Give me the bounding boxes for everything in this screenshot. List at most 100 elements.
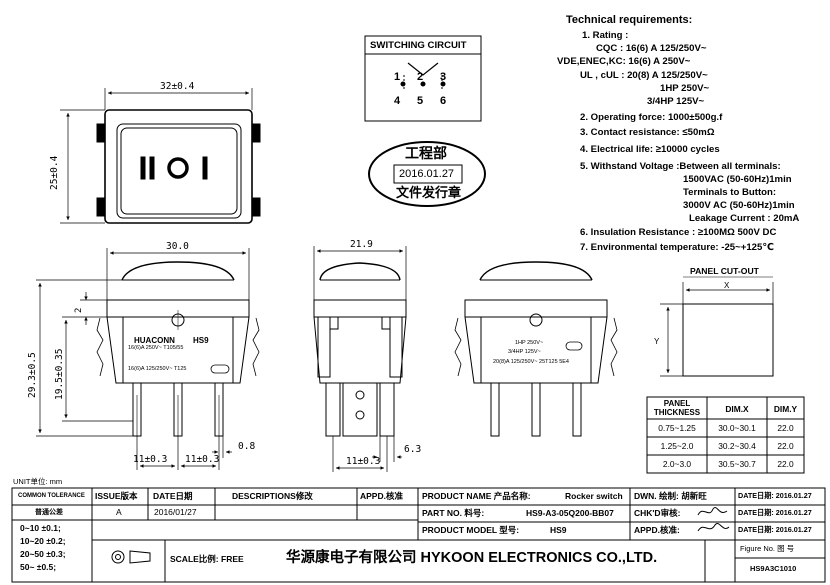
company-name: 华源康电子有限公司 HYKOON ELECTRONICS CO.,LTD. — [286, 550, 658, 566]
part-no-label: PART NO. 料号: — [422, 508, 485, 518]
dim-front-width: 30.0 — [166, 241, 189, 252]
front-model: HS9 — [193, 336, 209, 345]
issue-header: ISSUE版本 — [95, 491, 138, 501]
tech-item5b: 1500VAC (50-60Hz)1min — [683, 174, 792, 185]
tol-row-1: 0~10 ±0.1; — [20, 523, 61, 533]
panel-r2-x: 30.2~30.4 — [718, 441, 756, 451]
panel-title: PANEL CUT-OUT — [690, 266, 759, 276]
dim-side-pitch: 11±0.3 — [346, 456, 381, 467]
tech-item5c: Terminals to Button: — [683, 187, 777, 198]
dim-top-width: 32±0.4 — [160, 81, 195, 92]
tech-item5e: Leakage Current : 20mA — [689, 213, 800, 224]
tech-item4: 4. Electrical life: ≥10000 cycles — [580, 144, 720, 155]
panel-r3-x: 30.5~30.7 — [718, 459, 756, 469]
date-row-2: DATE日期: 2016.01.27 — [738, 508, 812, 517]
product-model-label: PRODUCT MODEL 型号: — [422, 525, 520, 535]
tech-vde: VDE,ENEC,KC: 16(6) A 250V~ — [557, 56, 691, 67]
issue-date-value: 2016/01/27 — [154, 507, 197, 517]
panel-header-thickness: PANEL THICKNESS — [653, 399, 701, 417]
pin-1: 1 — [394, 71, 401, 83]
tech-item2: 2. Operating force: 1000±500g.f — [580, 112, 723, 123]
approved-by-label: APPD.核准: — [634, 525, 680, 535]
appd-header: APPD.核准 — [360, 491, 403, 501]
stamp-dept: 工程部 — [405, 146, 447, 162]
dim-19-5: 19.5±0.35 — [54, 348, 65, 400]
tech-item3: 3. Contact resistance: ≤50mΩ — [580, 127, 715, 138]
switching-circuit-title: SWITCHING CIRCUIT — [370, 40, 467, 51]
front-rating2: 16(6)A 125/250V~ T125 — [128, 366, 187, 372]
product-name-label: PRODUCT NAME 产品名称: — [422, 491, 531, 501]
back-label-3: 20(8)A 125/250V~ 25T125 5E4 — [493, 359, 569, 365]
tol-row-2: 10~20 ±0.2; — [20, 536, 66, 546]
pin-4: 4 — [394, 95, 401, 107]
panel-cutout-diagram — [646, 276, 805, 474]
tech-cqc: CQC : 16(6) A 125/250V~ — [596, 43, 707, 54]
stamp-date: 2016.01.27 — [399, 168, 455, 180]
scale-label: SCALE比例: FREE — [170, 554, 244, 564]
panel-r2-thickness: 1.25~2.0 — [660, 441, 694, 451]
tech-item7: 7. Environmental temperature: -25~+125℃ — [580, 242, 774, 253]
tech-item5d: 3000V AC (50-60Hz)1min — [683, 200, 795, 211]
product-name-value: Rocker switch — [565, 491, 623, 501]
panel-x: X — [724, 281, 730, 290]
front-view — [36, 248, 260, 470]
dim-pitch-left: 11±0.3 — [133, 454, 168, 465]
top-view — [60, 88, 261, 224]
panel-r1-thickness: 0.75~1.25 — [658, 423, 696, 433]
pin-5: 5 — [417, 95, 424, 107]
switching-circuit-diagram — [364, 35, 482, 122]
tech-title: Technical requirements: — [566, 14, 693, 26]
front-rating1: 16(6)A 250V~ T105/55 — [128, 345, 184, 351]
panel-header-y: DIM.Y — [773, 404, 798, 414]
dim-2: 2 — [74, 307, 84, 313]
panel-r2-y: 22.0 — [777, 441, 794, 451]
approval-stamp — [368, 141, 486, 207]
desc-header: DESCRIPTIONS修改 — [232, 491, 313, 501]
side-view — [313, 246, 407, 472]
panel-r3-thickness: 2.0~3.0 — [662, 459, 692, 469]
stamp-label: 文件发行章 — [396, 186, 462, 201]
dim-0-8: 0.8 — [238, 441, 256, 452]
part-no-value: HS9-A3-05Q200-BB07 — [526, 508, 614, 518]
back-view — [454, 261, 618, 437]
dim-side-width: 21.9 — [350, 239, 373, 250]
checked-by-label: CHK'D审核: — [634, 508, 681, 518]
tech-ul: UL , cUL : 20(8) A 125/250V~ — [580, 70, 708, 81]
issue-value: A — [116, 507, 122, 517]
dim-6-3: 6.3 — [404, 444, 422, 455]
tol-row-4: 50~ ±0.5; — [20, 562, 57, 572]
pin-3: 3 — [440, 71, 447, 83]
common-tolerance-label: COMMON TOLERANCE — [18, 493, 85, 499]
back-label-1: 1HP 250V~ — [515, 340, 544, 346]
dim-top-height: 25±0.4 — [49, 155, 60, 190]
product-model-value: HS9 — [550, 525, 567, 535]
tech-item5: 5. Withstand Voltage :Between all termin… — [580, 161, 781, 172]
panel-r1-x: 30.0~30.1 — [718, 423, 756, 433]
tech-item6: 6. Insulation Resistance : ≥100MΩ 500V D… — [580, 227, 777, 238]
date-header: DATE日期 — [153, 491, 193, 501]
tech-rating-title: 1. Rating : — [582, 30, 629, 41]
figure-no-label: Figure No. 图 号 — [740, 544, 795, 553]
panel-r1-y: 22.0 — [777, 423, 794, 433]
figure-no-value: HS9A3C1010 — [750, 564, 797, 573]
pin-2: 2 — [417, 71, 424, 83]
tech-hp1: 1HP 250V~ — [660, 83, 710, 94]
date-row-1: DATE日期: 2016.01.27 — [738, 491, 812, 500]
unit-label: UNIT单位: mm — [13, 477, 63, 486]
tol-row-3: 20~50 ±0.3; — [20, 549, 66, 559]
pin-6: 6 — [440, 95, 447, 107]
tolerance-cn-label: 普通公差 — [35, 509, 63, 516]
panel-header-x: DIM.X — [725, 404, 749, 414]
panel-r3-y: 22.0 — [777, 459, 794, 469]
title-block-grid — [11, 487, 826, 583]
dim-pitch-right: 11±0.3 — [185, 454, 220, 465]
front-brand: HUACONN — [134, 336, 175, 345]
panel-y: Y — [654, 337, 660, 346]
dim-29-3: 29.3±0.5 — [27, 352, 38, 398]
tech-hp2: 3/4HP 125V~ — [647, 96, 705, 107]
date-row-3: DATE日期: 2016.01.27 — [738, 525, 812, 534]
back-label-2: 3/4HP 125V~ — [508, 349, 541, 355]
signatures — [697, 507, 730, 532]
